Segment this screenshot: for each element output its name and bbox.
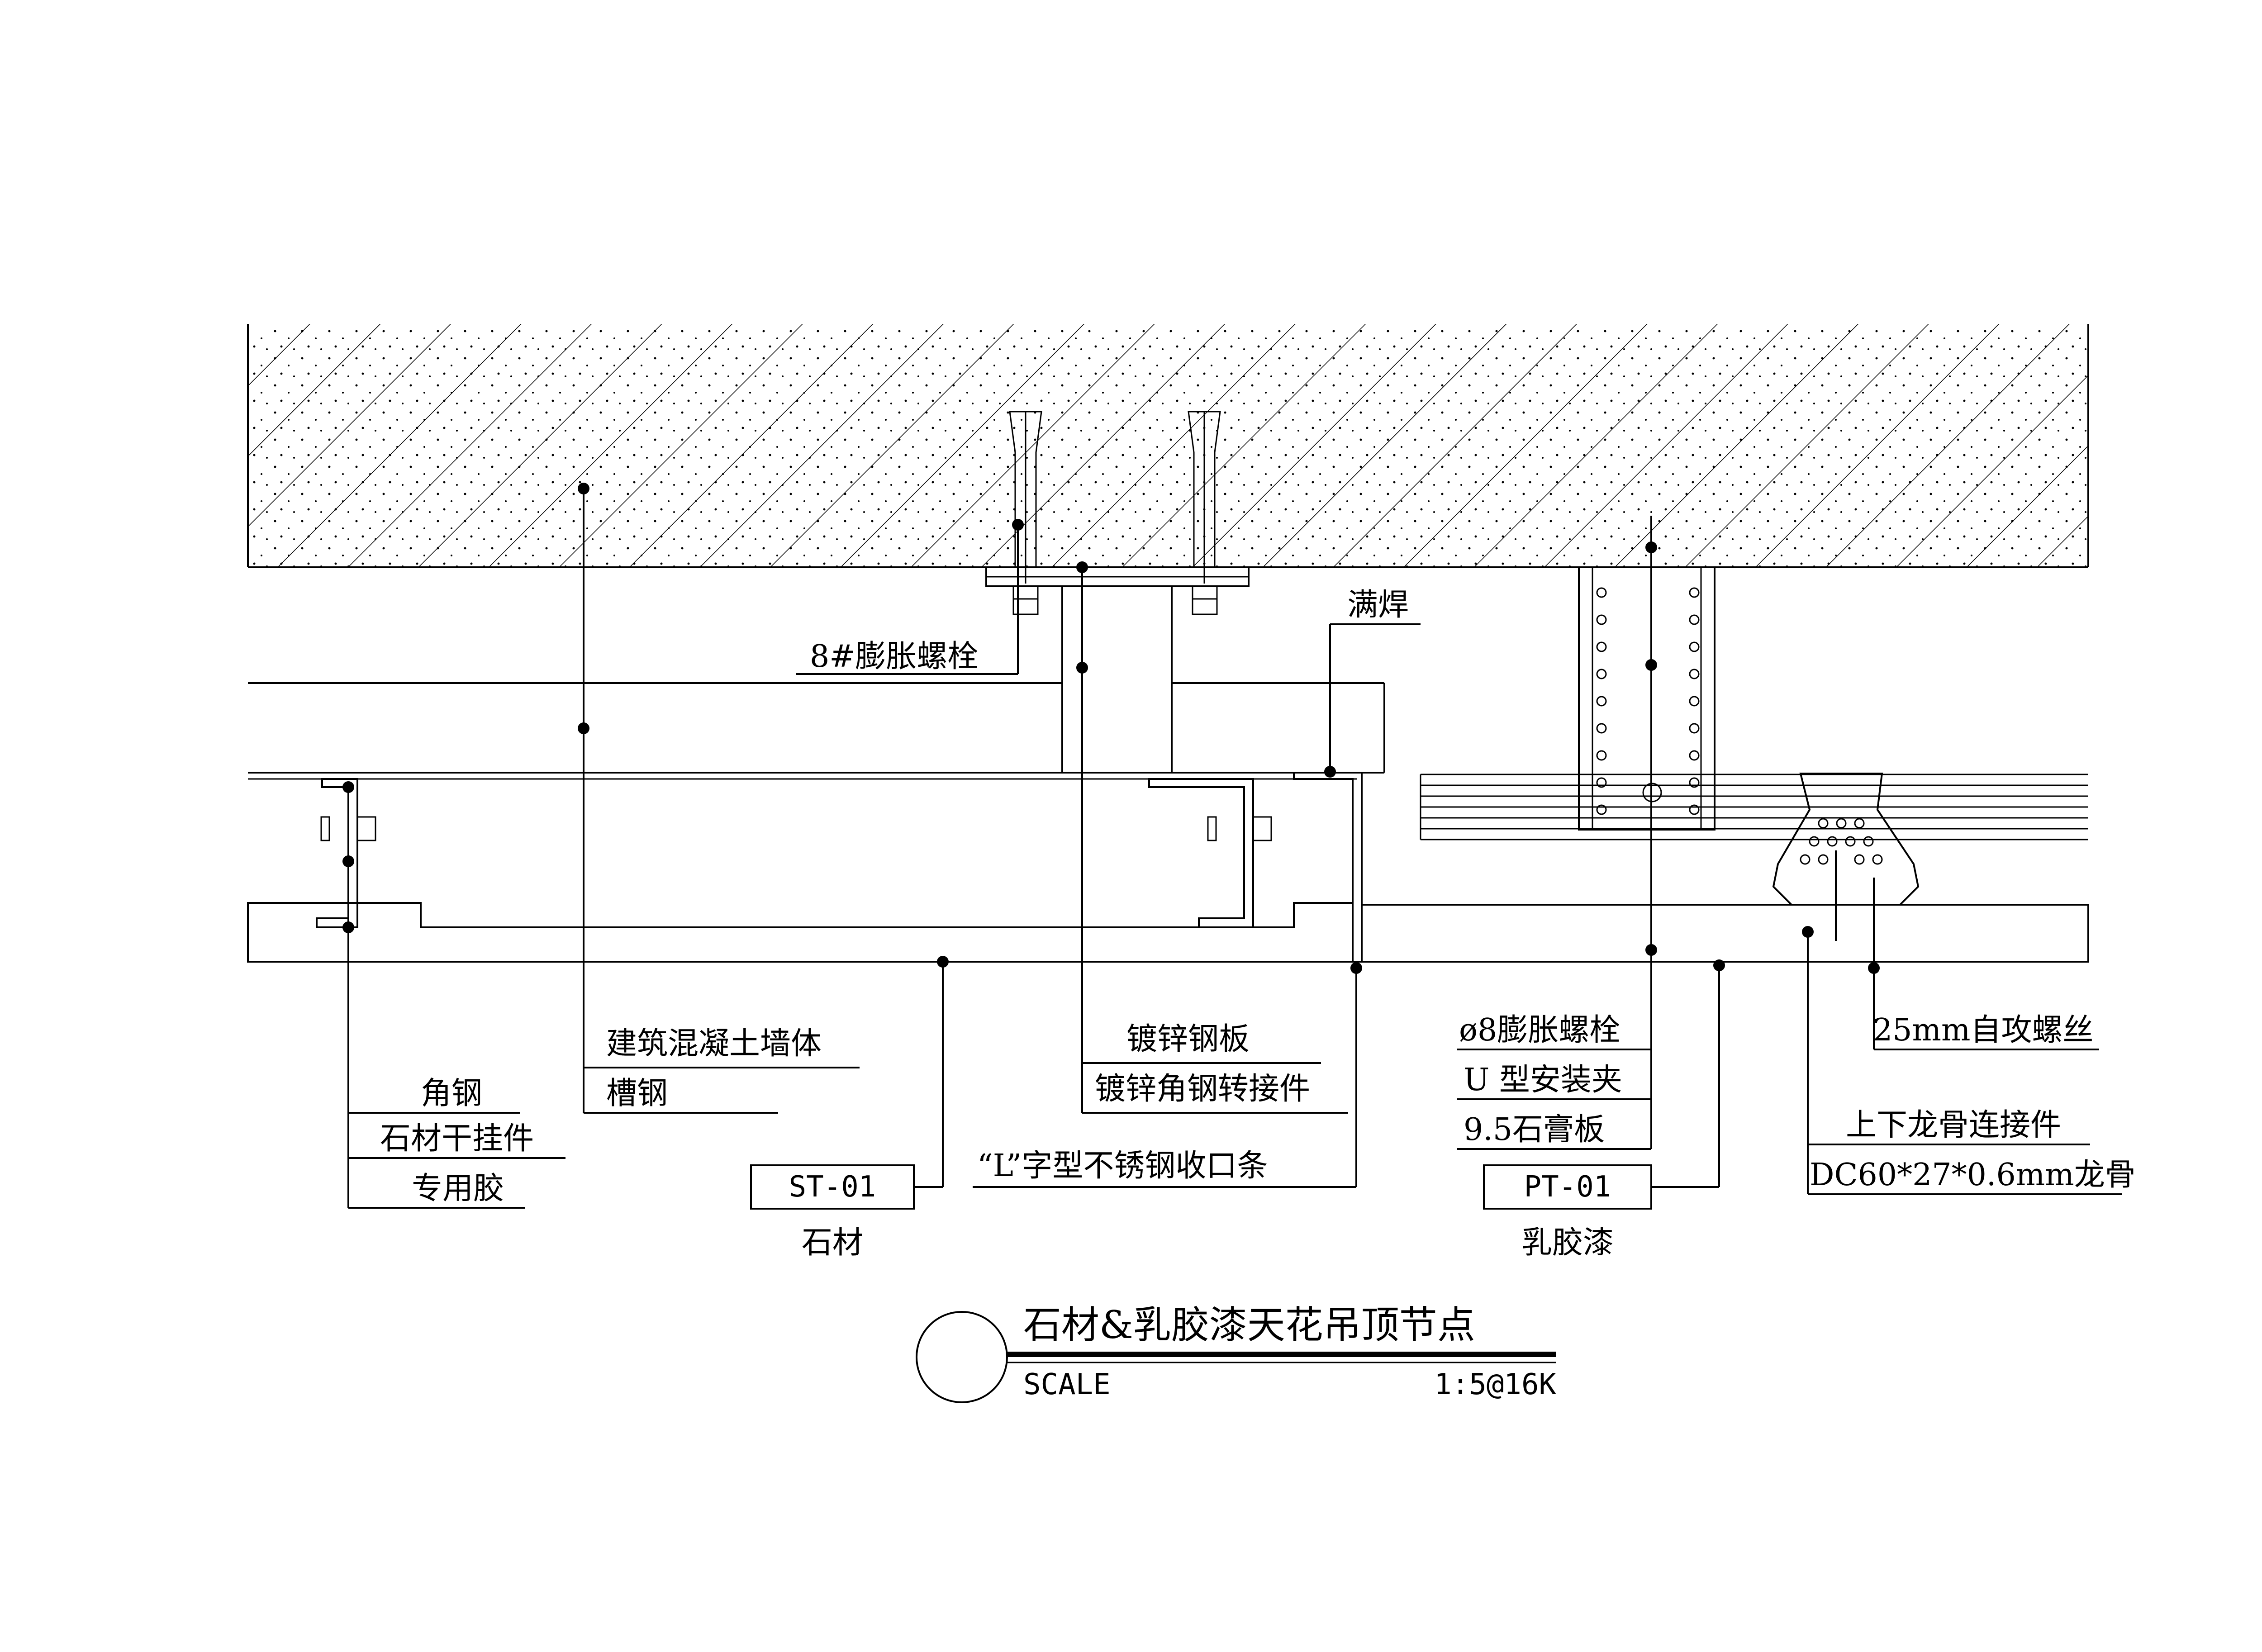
self-tapping-screws — [1835, 850, 1875, 968]
stone-panel — [247, 902, 1354, 963]
tag-st-desc: 石材 — [802, 1225, 863, 1261]
label-connector: 上下龙骨连接件 — [1846, 1107, 2061, 1143]
title-block: 石材&乳胶漆天花吊顶节点 SCALE 1:5@16K — [916, 1303, 1556, 1403]
u-type-clip — [1578, 566, 1716, 831]
channel-steel — [248, 682, 1385, 780]
label-glue: 专用胶 — [412, 1171, 504, 1206]
label-u-clip: U 型安装夹 — [1464, 1062, 1622, 1098]
title-text: 石材&乳胶漆天花吊顶节点 — [1023, 1303, 1475, 1347]
label-keel: DC60*27*0.6mm龙骨 — [1810, 1157, 2136, 1193]
label-channel: 槽钢 — [606, 1076, 668, 1111]
label-bolt-8: 8#膨胀螺栓 — [810, 639, 978, 674]
label-gypsum: 9.5石膏板 — [1464, 1112, 1605, 1148]
label-galv-plate: 镀锌钢板 — [1126, 1021, 1250, 1057]
tag-pt: PT-01 乳胶漆 — [1483, 1164, 1652, 1261]
scale-label: SCALE — [1023, 1368, 1111, 1401]
l-shape-stainless-strip — [1293, 772, 1363, 963]
label-weld: 满焊 — [1347, 587, 1409, 623]
label-l-strip: “L”字型不锈钢收口条 — [977, 1148, 1268, 1184]
gypsum-board — [1361, 904, 2089, 963]
tag-st-code: ST-01 — [789, 1170, 876, 1204]
scale-value: 1:5@16K — [1434, 1368, 1556, 1401]
leader-dots — [342, 483, 1880, 974]
tag-st: ST-01 石材 — [750, 1164, 915, 1261]
label-angle-steel: 角钢 — [421, 1076, 482, 1111]
galvanized-angle-connector — [1061, 585, 1173, 774]
angle-steel-right — [1148, 778, 1272, 928]
label-bolt-phi8: ø8膨胀螺栓 — [1459, 1012, 1620, 1048]
tag-pt-code: PT-01 — [1524, 1170, 1611, 1204]
concrete-slab — [247, 324, 2089, 568]
leader-lines — [347, 489, 2122, 1209]
angle-steel-left — [316, 778, 376, 928]
label-screw: 25mm自攻螺丝 — [1873, 1012, 2094, 1048]
label-stone-hanger: 石材干挂件 — [380, 1121, 534, 1157]
label-galv-angle: 镀锌角钢转接件 — [1095, 1071, 1310, 1107]
label-concrete: 建筑混凝土墙体 — [606, 1026, 822, 1062]
tag-pt-desc: 乳胶漆 — [1521, 1225, 1614, 1261]
dc60-keels — [1420, 774, 2088, 840]
keel-connector — [1772, 773, 1920, 906]
